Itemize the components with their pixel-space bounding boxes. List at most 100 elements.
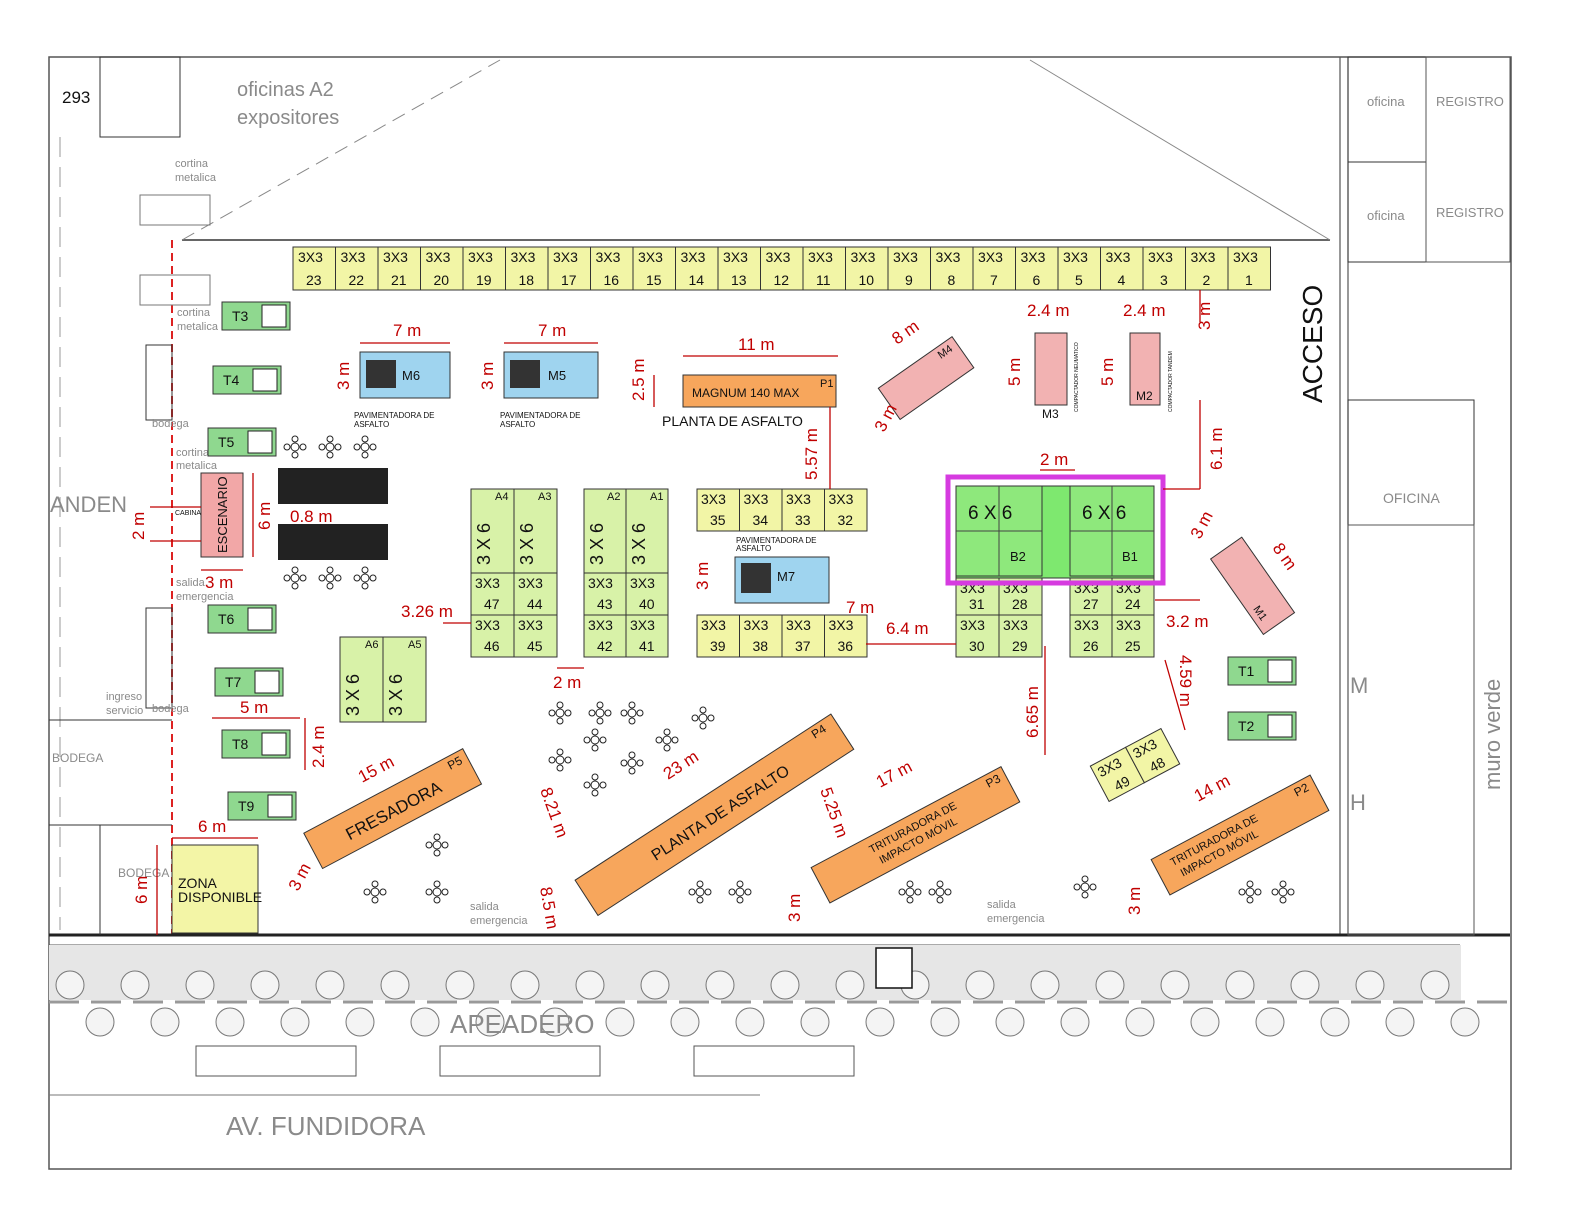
label-cortina-2: cortina bbox=[177, 307, 211, 319]
booth-size: 3X3 bbox=[744, 491, 769, 507]
table-icon bbox=[318, 566, 342, 590]
dim-m3-5m: 5 m bbox=[1005, 358, 1024, 386]
booth-size: 3X3 bbox=[518, 575, 543, 591]
booth-size: 3X3 bbox=[978, 249, 1003, 265]
booth-block-a2-a1: A2 A1 3 X 6 3 X 6 bbox=[583, 488, 669, 574]
label-servicio: servicio bbox=[106, 705, 143, 717]
booth-number: 12 bbox=[774, 272, 790, 288]
code-m5: M5 bbox=[548, 368, 566, 383]
code-b1: B1 bbox=[1122, 549, 1138, 564]
dim-m2-5m: 5 m bbox=[1098, 358, 1117, 386]
dim-m3-2-4m: 2.4 m bbox=[1027, 301, 1070, 320]
booth-number: 18 bbox=[519, 272, 535, 288]
table-icon bbox=[655, 728, 679, 752]
code-m2: M2 bbox=[1136, 389, 1153, 403]
table-icon bbox=[728, 880, 752, 904]
zona-disponible bbox=[171, 844, 259, 934]
booth-number: 6 bbox=[1033, 272, 1041, 288]
table-icon bbox=[283, 566, 307, 590]
table-icon bbox=[353, 435, 377, 459]
dim-m2-2-4m: 2.4 m bbox=[1123, 301, 1166, 320]
dim-m6-3m: 3 m bbox=[334, 362, 353, 390]
seating-grid-top bbox=[278, 468, 388, 560]
booth-number: 38 bbox=[753, 638, 769, 654]
booth-size: 3X3 bbox=[475, 575, 500, 591]
booth-size: 3X3 bbox=[893, 249, 918, 265]
dim-6m-escenario: 6 m bbox=[255, 502, 274, 530]
booth-size: 3X3 bbox=[468, 249, 493, 265]
dim-3-2m: 3.2 m bbox=[1166, 612, 1209, 631]
label-293: 293 bbox=[62, 88, 90, 107]
booth-size: 3X3 bbox=[1233, 249, 1258, 265]
booth-size: 3X3 bbox=[596, 249, 621, 265]
booth-number: 49 bbox=[1111, 772, 1132, 794]
dim-p1-2-5m: 2.5 m bbox=[629, 358, 648, 401]
bus-2 bbox=[439, 1045, 601, 1077]
dim-p1-11m: 11 m bbox=[738, 335, 775, 354]
booth-size: 3X3 bbox=[1074, 617, 1099, 633]
booth-number: 20 bbox=[434, 272, 450, 288]
truck-t7: T7 bbox=[214, 667, 284, 697]
label-cortina-3: cortina bbox=[176, 447, 210, 459]
label-salida-1b: emergencia bbox=[176, 591, 234, 603]
truck-code: T8 bbox=[232, 736, 249, 752]
dim-m7-3m: 3 m bbox=[693, 562, 712, 590]
label-disponible: DISPONIBLE bbox=[178, 889, 262, 905]
label-escenario: ESCENARIO bbox=[215, 476, 230, 553]
booth-number: 27 bbox=[1083, 596, 1099, 612]
booth-size: 3X3 bbox=[1116, 617, 1141, 633]
booth-size: 3X3 bbox=[1148, 249, 1173, 265]
truck-t3: T3 bbox=[221, 301, 291, 331]
booth-number: 42 bbox=[597, 638, 613, 654]
dim-6-4m: 6.4 m bbox=[886, 619, 929, 638]
booth-size: 3X3 bbox=[1003, 617, 1028, 633]
dim-6m-zona-v: 6 m bbox=[132, 876, 151, 904]
booth-number: 2 bbox=[1203, 272, 1211, 288]
booth-number: 41 bbox=[639, 638, 655, 654]
code-b2: B2 bbox=[1010, 549, 1026, 564]
booth-size: 3X3 bbox=[1021, 249, 1046, 265]
code-m3: M3 bbox=[1042, 407, 1059, 421]
dimension-lines bbox=[150, 290, 1201, 935]
code-a5: A5 bbox=[408, 639, 421, 651]
label-bodega-2: bodega bbox=[152, 703, 190, 715]
label-oficina-2: oficina bbox=[1367, 208, 1405, 223]
code-a1: A1 bbox=[650, 491, 663, 503]
booth-size: 3X3 bbox=[1063, 249, 1088, 265]
truck-t2: T2 bbox=[1227, 711, 1297, 741]
booth-size: 3X3 bbox=[701, 617, 726, 633]
booth-number: 37 bbox=[795, 638, 811, 654]
truck-code: T4 bbox=[223, 372, 240, 388]
booth-number: 26 bbox=[1083, 638, 1099, 654]
booth-number: 10 bbox=[859, 272, 875, 288]
label-salida-3a: salida bbox=[987, 899, 1017, 911]
booth-number: 48 bbox=[1147, 754, 1168, 776]
table-icon bbox=[691, 706, 715, 730]
bus-3 bbox=[693, 1045, 855, 1077]
booth-size: 3X3 bbox=[851, 249, 876, 265]
table-icon bbox=[548, 701, 572, 725]
table-clusters bbox=[283, 435, 1295, 904]
m3-label: COMPACTADOR NEUMATICO bbox=[1074, 342, 1080, 412]
truck-code: T6 bbox=[218, 611, 235, 627]
table-icon bbox=[588, 701, 612, 725]
booth-number: 47 bbox=[484, 596, 500, 612]
code-a6: A6 bbox=[365, 639, 378, 651]
table-icon bbox=[283, 435, 307, 459]
dim-2m-b: 2 m bbox=[1040, 450, 1068, 469]
booth-number: 36 bbox=[838, 638, 854, 654]
